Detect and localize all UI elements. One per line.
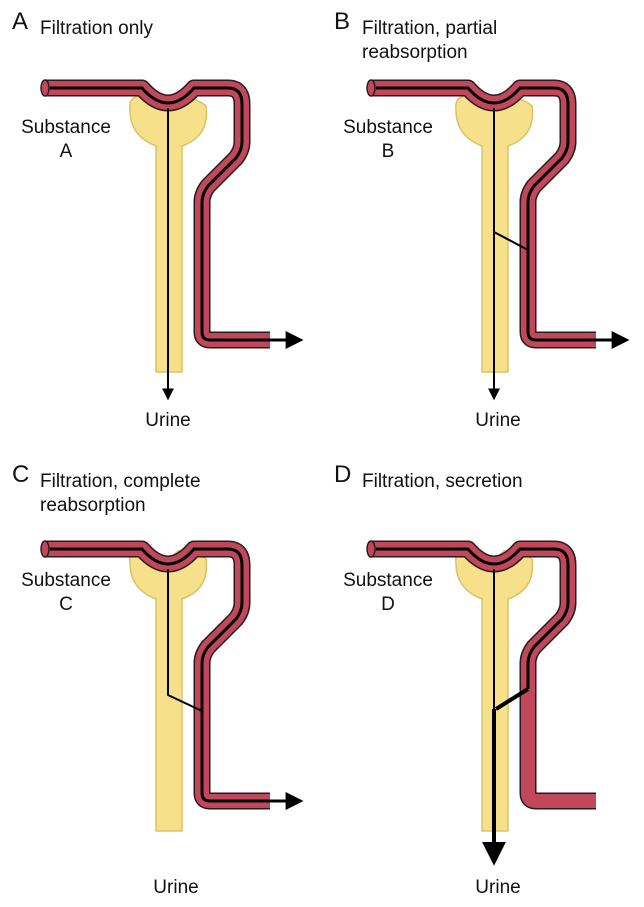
panel-d: D Filtration, secretion Substance D Urin… [322,453,644,906]
panel-title-line1: Filtration only [40,18,153,39]
vessel-pathway [376,86,630,349]
vessel-pathway [50,86,304,349]
panel-title-line2: reabsorption [362,42,468,63]
reabsorption-pathway [493,231,529,251]
vessel-opening [366,79,376,97]
panel-title-line2: reabsorption [40,495,146,516]
substance-word: Substance [21,570,111,591]
substance-label: Substance C [8,569,124,617]
substance-letter: D [381,594,395,615]
nephron-diagram [366,540,596,866]
vessel-pathway [376,547,570,689]
nephron-diagram [40,540,304,832]
vessel-opening [40,540,50,558]
vessel-opening [366,540,376,558]
filtration-reabsorption-pathway [167,569,203,712]
secretion-pathway [494,687,530,711]
vessel-pathway [50,547,304,810]
urine-label: Urine [153,877,199,898]
substance-word: Substance [343,117,433,138]
panel-title-line1: Filtration, secretion [362,471,523,492]
urine-label: Urine [145,410,191,431]
panel-title: Filtration, partial reabsorption [362,17,622,65]
panel-a: A Filtration only Substance A Urine [0,0,322,453]
substance-word: Substance [21,117,111,138]
panel-letter: C [12,461,30,488]
substance-word: Substance [343,570,433,591]
panel-c: C Filtration, complete reabsorption Subs… [0,453,322,906]
panel-title: Filtration, complete reabsorption [40,470,300,518]
urine-label: Urine [475,410,521,431]
panel-title-line1: Filtration, partial [362,18,498,39]
panel-b: B Filtration, partial reabsorption Subst… [322,0,644,453]
panel-letter: B [334,8,351,35]
substance-label: Substance A [8,116,124,164]
substance-letter: A [59,141,73,162]
panel-letter: D [334,461,352,488]
nephron-diagram [40,79,304,401]
substance-label: Substance D [330,569,446,617]
panel-title-line1: Filtration, complete [40,471,201,492]
panel-title: Filtration, secretion [362,470,622,494]
substance-letter: B [381,141,395,162]
nephron-diagram [366,79,630,401]
panel-title: Filtration only [40,17,300,41]
vessel-opening [40,79,50,97]
panel-letter: A [12,8,29,35]
substance-letter: C [59,594,73,615]
substance-label: Substance B [330,116,446,164]
urine-label: Urine [475,877,521,898]
